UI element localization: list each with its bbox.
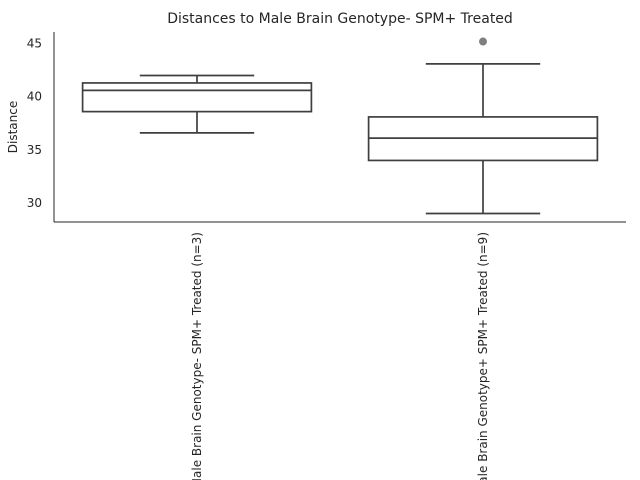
category-label: Male Brain Genotype+ SPM+ Treated (n=9) bbox=[476, 232, 490, 480]
y-tick-label: 30 bbox=[27, 196, 42, 210]
y-tick-label: 40 bbox=[27, 90, 42, 104]
outlier-point bbox=[479, 37, 487, 46]
box-group bbox=[81, 74, 313, 134]
chart-title: Distances to Male Brain Genotype- SPM+ T… bbox=[167, 11, 513, 27]
boxes bbox=[81, 37, 599, 215]
category-labels: Male Brain Genotype- SPM+ Treated (n=3) M… bbox=[190, 232, 490, 480]
iqr-box bbox=[81, 82, 313, 113]
box-group bbox=[367, 37, 599, 215]
y-tick-label: 45 bbox=[27, 37, 42, 51]
category-label: Male Brain Genotype- SPM+ Treated (n=3) bbox=[190, 232, 204, 480]
y-ticks: 30 35 40 45 bbox=[27, 37, 42, 210]
y-tick-label: 35 bbox=[27, 143, 42, 157]
y-axis-label: Distance bbox=[6, 101, 20, 153]
